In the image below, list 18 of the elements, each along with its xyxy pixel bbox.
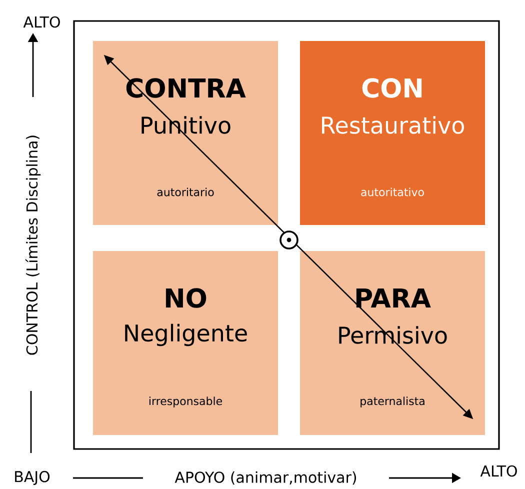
axis-label: CONTROL (Límites Disciplina) bbox=[25, 136, 41, 355]
axis-label: BAJO bbox=[15, 470, 50, 486]
quadrant-title: Negligente bbox=[125, 324, 247, 346]
axis-label: ALTO bbox=[23, 16, 60, 28]
quadrant-note: irresponsable bbox=[149, 396, 222, 408]
quadrant-box bbox=[300, 251, 485, 435]
quadrant-heading: PARA bbox=[356, 288, 431, 308]
quadrant-box bbox=[300, 41, 485, 225]
quadrant-title: Restaurativo bbox=[322, 116, 464, 134]
quadrant-note: autoritativo bbox=[361, 188, 424, 196]
quadrant-heading: NO bbox=[166, 288, 206, 308]
quadrant-box bbox=[93, 41, 278, 225]
quadrant-note: paternalista bbox=[360, 396, 424, 408]
quadrant-note: autoritario bbox=[157, 188, 214, 196]
quadrant-heading: CON bbox=[362, 78, 422, 98]
quadrant-box bbox=[93, 251, 278, 435]
axis-label: APOYO (animar,motivar) bbox=[174, 471, 356, 485]
axis-label: ALTO bbox=[480, 465, 517, 477]
